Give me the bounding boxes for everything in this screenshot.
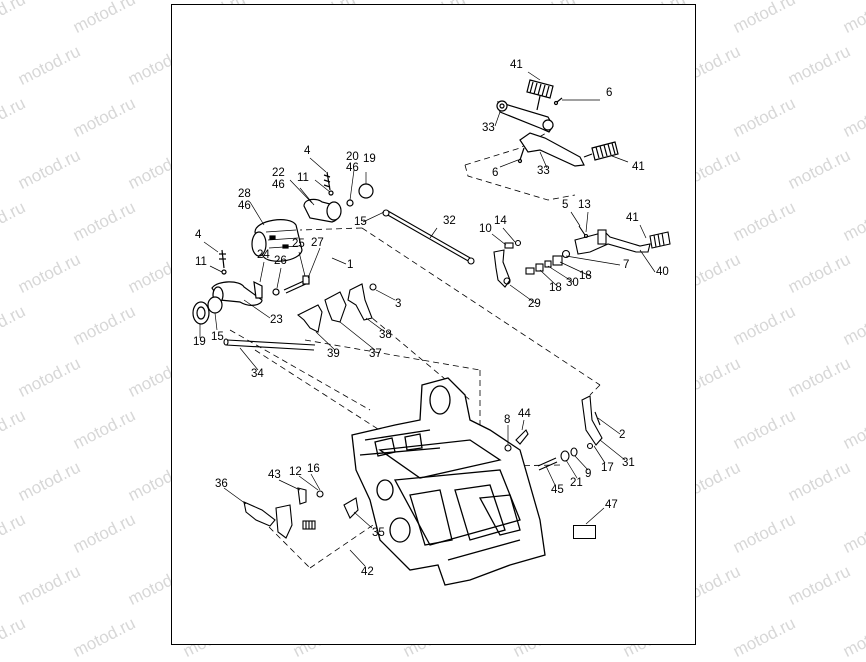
reference-box xyxy=(573,525,596,539)
callout-17: 17 xyxy=(601,462,614,474)
callout-46: 46 xyxy=(238,200,251,212)
callout-19: 19 xyxy=(193,336,206,348)
callout-11: 11 xyxy=(297,172,309,184)
callout-20: 20 xyxy=(346,151,359,163)
callout-38: 38 xyxy=(379,329,392,341)
callout-35: 35 xyxy=(372,527,385,539)
callout-40: 40 xyxy=(656,266,669,278)
callout-5: 5 xyxy=(562,199,569,211)
callout-2: 2 xyxy=(619,429,626,441)
callout-30: 30 xyxy=(566,277,579,289)
callout-44: 44 xyxy=(518,408,531,420)
callout-12: 12 xyxy=(289,466,302,478)
transmission-case xyxy=(351,377,546,586)
heel-toe-shift-lever xyxy=(496,79,619,167)
callout-37: 37 xyxy=(369,348,382,360)
callout-42: 42 xyxy=(361,566,374,578)
callout-7: 7 xyxy=(623,259,630,271)
callout-4: 4 xyxy=(195,229,202,241)
callout-15: 15 xyxy=(211,331,224,343)
callout-24: 24 xyxy=(257,249,270,261)
callout-26: 26 xyxy=(274,255,287,267)
callout-28: 28 xyxy=(238,188,251,200)
callout-18: 18 xyxy=(549,282,562,294)
callout-27: 27 xyxy=(311,237,324,249)
callout-3: 3 xyxy=(395,298,402,310)
callout-43: 43 xyxy=(268,469,281,481)
callout-46: 46 xyxy=(272,179,285,191)
callout-25: 25 xyxy=(292,238,305,250)
callout-34: 34 xyxy=(251,368,264,380)
callout-16: 16 xyxy=(307,463,320,475)
callout-47: 47 xyxy=(605,499,618,511)
callout-23: 23 xyxy=(270,314,283,326)
callout-33: 33 xyxy=(537,165,550,177)
shift-forks-and-shaft xyxy=(223,283,377,351)
callout-8: 8 xyxy=(504,414,511,426)
callout-4: 4 xyxy=(304,145,311,157)
callout-1: 1 xyxy=(347,259,354,271)
callout-9: 9 xyxy=(585,468,592,480)
case-left-hardware xyxy=(243,487,359,539)
callout-36: 36 xyxy=(215,478,228,490)
callout-14: 14 xyxy=(494,215,507,227)
callout-13: 13 xyxy=(578,199,591,211)
callout-19: 19 xyxy=(363,153,376,165)
callout-21: 21 xyxy=(570,477,583,489)
callout-11: 11 xyxy=(195,256,207,268)
callout-15: 15 xyxy=(354,216,367,228)
callout-39: 39 xyxy=(327,348,340,360)
leader-lines xyxy=(199,71,656,567)
callout-6: 6 xyxy=(606,87,613,99)
callout-32: 32 xyxy=(443,215,456,227)
callout-10: 10 xyxy=(479,223,492,235)
callout-31: 31 xyxy=(622,457,635,469)
callout-29: 29 xyxy=(528,298,541,310)
callout-41: 41 xyxy=(626,212,639,224)
shift-rod-and-levers xyxy=(382,209,671,288)
callout-18: 18 xyxy=(579,270,592,282)
callout-46: 46 xyxy=(346,162,359,174)
shift-drum-assembly xyxy=(192,171,374,325)
callout-41: 41 xyxy=(632,161,645,173)
callout-45: 45 xyxy=(551,484,564,496)
callout-33: 33 xyxy=(482,122,495,134)
callout-41: 41 xyxy=(510,59,523,71)
callout-22: 22 xyxy=(272,167,285,179)
callout-6: 6 xyxy=(492,167,499,179)
